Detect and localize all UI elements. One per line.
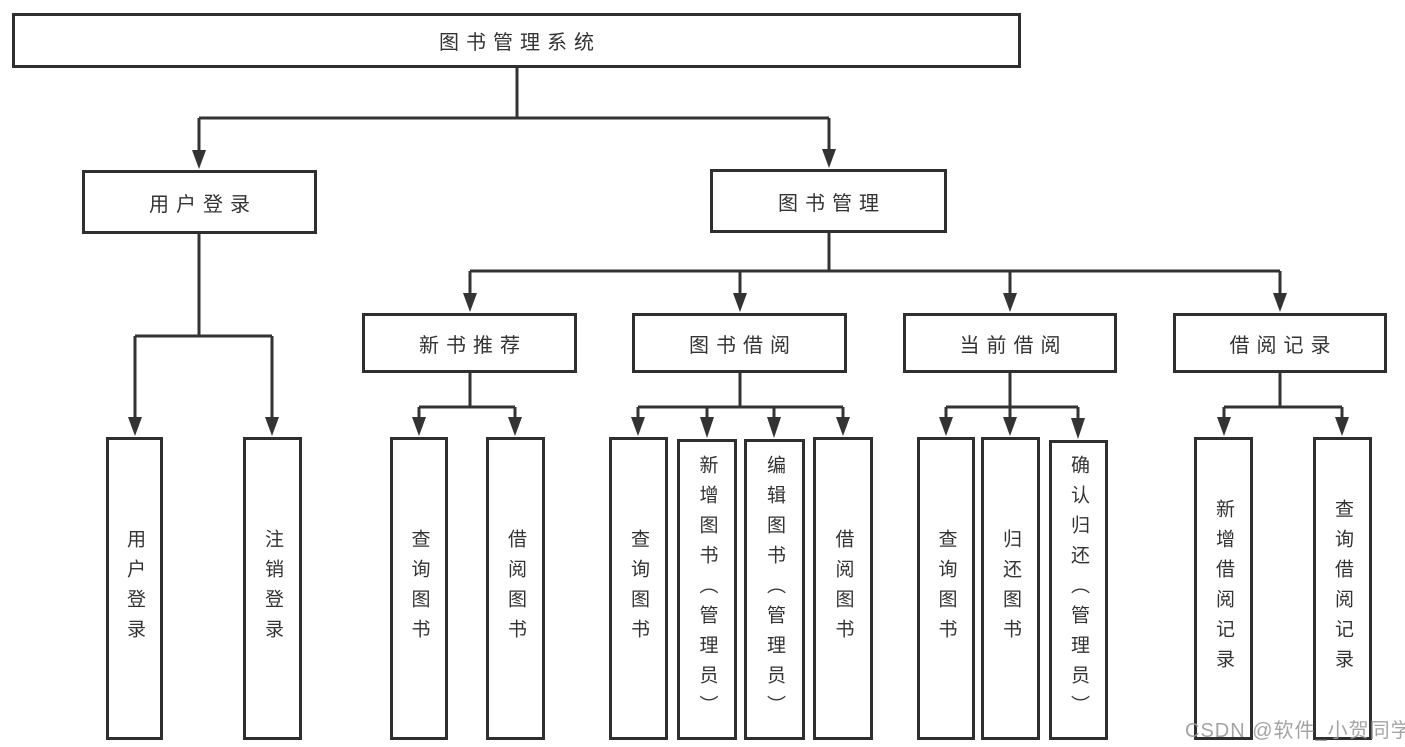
node-leaf-logout: 注销登录 [243, 437, 302, 740]
arrowhead [1273, 293, 1287, 312]
csdn-watermark: CSDN @软件_小贺同学 [1185, 720, 1405, 742]
arrowhead [733, 293, 747, 312]
edge-root-to-level2 [192, 68, 836, 169]
arrowhead [1335, 417, 1349, 436]
arrowhead [508, 417, 522, 436]
leaf-label: 注销登录 [262, 528, 283, 649]
arrowhead [631, 417, 645, 436]
edge-book-mgmt-to-level3 [463, 233, 1287, 312]
node-leaf-query-borrow-record: 查询借阅记录 [1313, 437, 1372, 740]
arrowhead [265, 417, 279, 436]
node-leaf-add-books-admin: 新增图书（管理员） [677, 439, 737, 740]
leaf-label: 查询图书 [628, 528, 649, 649]
node-leaf-edit-books-admin: 编辑图书（管理员） [744, 439, 805, 740]
arrowhead [1003, 293, 1017, 312]
arrowhead [767, 417, 781, 438]
node-leaf-query-books-3: 查询图书 [917, 437, 975, 740]
leaf-label: 新增借阅记录 [1213, 498, 1234, 679]
arrowhead [822, 149, 836, 168]
node-book-borrowing: 图书借阅 [632, 313, 847, 373]
edge-book-borrow-to-leaves [631, 373, 850, 438]
leaf-label: 查询借阅记录 [1332, 498, 1353, 679]
leaf-label: 查询图书 [935, 528, 957, 649]
node-leaf-add-borrow-record: 新增借阅记录 [1194, 437, 1253, 740]
node-book-management: 图书管理 [710, 169, 947, 233]
arrowhead [192, 150, 206, 169]
arrowhead [1003, 417, 1017, 436]
node-leaf-borrow-books-2: 借阅图书 [813, 437, 873, 740]
arrowhead [128, 417, 142, 436]
leaf-label: 归还图书 [1000, 528, 1021, 649]
leaf-label: 查询图书 [408, 528, 430, 649]
node-leaf-borrow-books-1: 借阅图书 [486, 437, 545, 740]
edge-user-login-to-leaves [128, 234, 279, 436]
leaf-label: 编辑图书（管理员） [764, 454, 785, 725]
node-new-book-recommend: 新书推荐 [362, 313, 577, 373]
node-library-management-system: 图书管理系统 [12, 13, 1021, 68]
node-current-borrowing: 当前借阅 [903, 313, 1117, 373]
arrowhead [463, 293, 477, 312]
arrowhead [939, 417, 953, 436]
leaf-label: 用户登录 [124, 528, 145, 649]
node-leaf-user-login: 用户登录 [106, 437, 163, 740]
arrowhead [1217, 417, 1231, 436]
node-leaf-query-books-2: 查询图书 [609, 437, 668, 740]
edge-borrow-records-to-leaves [1217, 373, 1349, 436]
leaf-label: 新增图书（管理员） [696, 454, 718, 725]
edge-current-borrow-to-leaves [939, 373, 1085, 439]
arrowhead [1071, 418, 1085, 439]
arrowhead [700, 417, 714, 438]
node-user-login: 用户登录 [82, 170, 317, 234]
arrowhead [412, 417, 426, 436]
leaf-label: 确认归还（管理员） [1068, 455, 1089, 725]
node-leaf-return-books: 归还图书 [981, 437, 1040, 740]
edge-new-book-to-leaves [412, 373, 522, 436]
leaf-label: 借阅图书 [505, 528, 526, 649]
node-borrowing-records: 借阅记录 [1173, 313, 1387, 373]
node-leaf-confirm-return-admin: 确认归还（管理员） [1049, 440, 1108, 740]
leaf-label: 借阅图书 [832, 528, 854, 649]
arrowhead [836, 417, 850, 436]
node-leaf-query-books-1: 查询图书 [390, 437, 448, 740]
